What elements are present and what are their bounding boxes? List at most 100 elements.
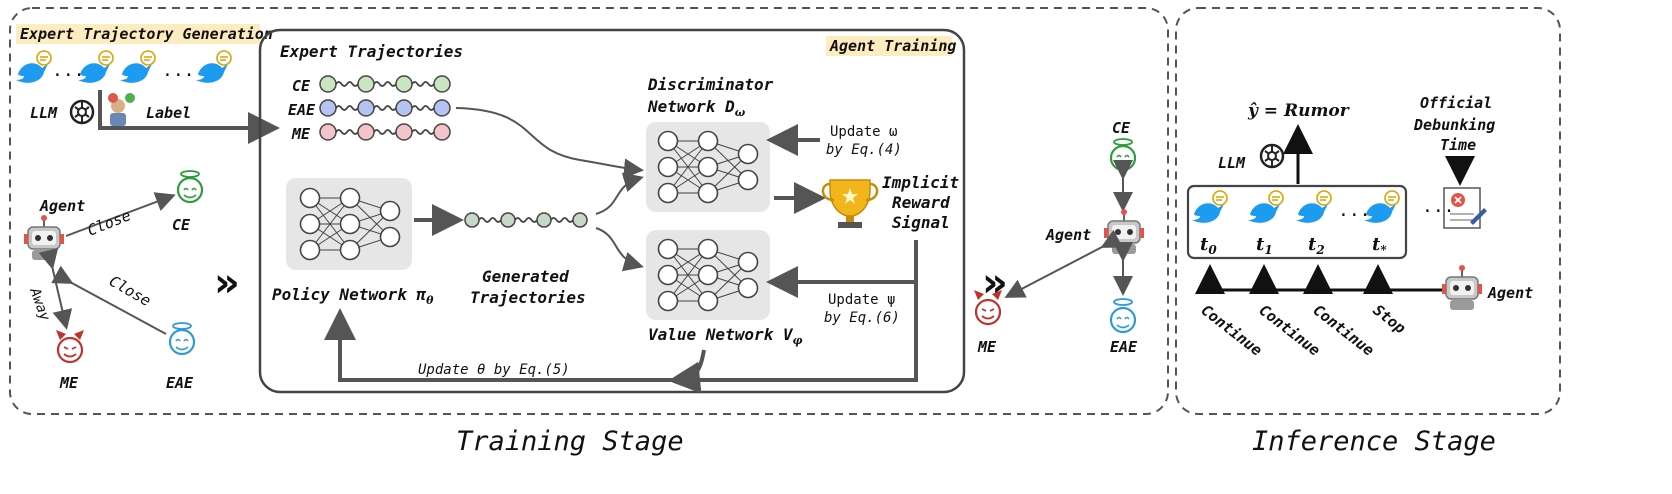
robot-icon [1441,264,1483,311]
trajectory-link [373,129,397,135]
ce-icon [1109,138,1137,172]
agent-me-edge [38,248,73,330]
trajectory-me [319,123,451,141]
network-neuron [657,156,679,178]
trajectory-node [536,212,552,228]
traj-label-me: ME [291,125,311,143]
training-stage-label: Training Stage [456,426,684,457]
generated-label-2: Trajectories [470,288,586,307]
trajectory-node [572,212,588,228]
generated-label-1: Generated [482,267,569,286]
llm-label: LLM [30,104,58,122]
reward-label-3: Signal [892,213,950,232]
ellipsis: ... [1422,196,1455,217]
trajectory-link [335,81,359,87]
reward-label-2: Reward [892,193,950,212]
inference-agent-label: Agent [1487,284,1533,302]
network-neuron [657,290,679,312]
eae-icon [1109,298,1137,334]
network-neuron [299,187,321,209]
ellipsis: ... [162,60,195,81]
discriminator-network-icon [657,130,759,204]
agent-training-title-highlight [826,36,952,56]
value-to-loop-curve [668,349,706,394]
ellipsis: ... [52,60,85,81]
trajectory-node [357,123,375,141]
network-neuron [657,182,679,204]
trajectory-node [319,123,337,141]
trophy-icon [821,179,879,228]
eae-icon [168,322,196,356]
official-label-1: Official [1420,94,1492,112]
agent-eae-edge [51,265,167,335]
trajectory-link [411,129,435,135]
network-edge [667,248,709,302]
bird-icon [15,50,52,84]
agent-training-box [258,28,966,394]
trajectory-node [433,123,451,141]
ce-label: CE [172,216,191,234]
inference-stage-label: Inference Stage [1252,426,1496,457]
timeline-box [1186,184,1408,260]
trajectory-link [373,81,397,87]
right-agent-label: Agent [1045,226,1091,244]
reward-to-value-arrow [766,240,918,298]
network-neuron [379,200,401,222]
value-network-icon [657,238,759,312]
away-label: Away [26,285,53,324]
trajectory-node [395,99,413,117]
generated-to-value-arrow [595,227,644,272]
official-label-3: Time [1440,136,1476,154]
network-edge [667,140,709,194]
close-label-1: Close [85,206,134,240]
network-neuron [299,239,321,261]
trajectory-node [319,99,337,117]
trajectory-node [357,99,375,117]
network-neuron [339,187,361,209]
traj-label-ce: CE [292,77,311,95]
generated-to-discriminator-arrow [595,172,644,215]
trajectory-ce [319,75,451,93]
timestep-label: t0 [1200,234,1217,257]
trajectory-node [395,123,413,141]
trajectory-node [464,212,480,228]
update-omega-line2: by Eq.(4) [826,142,902,158]
eae-label: EAE [166,374,194,392]
generated-trajectory [464,212,588,228]
trajectory-link [335,105,359,111]
expert-trajectory-rows: CE EAE ME [288,75,451,143]
network-neuron [697,182,719,204]
robot-icon [1103,208,1145,255]
action-label: Continue [1198,301,1266,360]
loop-to-policy-arrow [324,308,700,382]
official-label-2: Debunking [1413,116,1495,134]
trajectory-link [411,105,435,111]
action-label: Stop [1370,301,1410,337]
agent-ce-edge [65,192,176,237]
agent-training-title: Agent Training [829,37,956,55]
network-neuron [697,130,719,152]
trajectory-node [319,75,337,93]
network-neuron [657,238,679,260]
ellipsis: ... [1338,200,1371,221]
right-me-label: ME [977,338,997,356]
expert-gen-title-highlight [16,24,260,44]
training-stage-frame [9,7,1169,415]
network-neuron [737,143,759,165]
llm-label: LLM [1218,154,1246,172]
reward-label-1: Implicit [882,173,959,192]
update-omega-line1: Update ω [830,124,897,140]
expert-trajectories-title: Expert Trajectories [280,42,463,61]
right-ce-label: CE [1112,119,1131,137]
trajectory-node [357,75,375,93]
timestep-label: t2 [1308,234,1325,257]
timestep-label: t1 [1256,234,1273,257]
network-neuron [737,277,759,299]
llm-icon [69,99,95,125]
bird-icon [195,50,232,84]
update-psi-line1: Update ψ [828,292,895,308]
network-edge [309,197,351,251]
debunk-document-icon [1443,187,1487,229]
double-chevron-icon: » [214,260,240,306]
network-neuron [697,290,719,312]
